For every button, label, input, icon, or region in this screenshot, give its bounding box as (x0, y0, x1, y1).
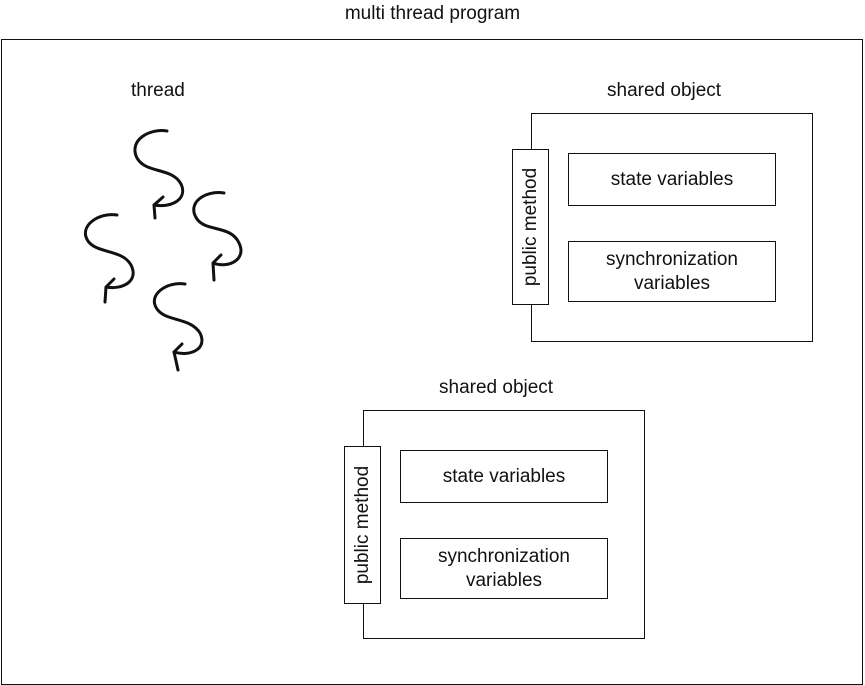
sync-label-line1: synchronization (605, 248, 739, 270)
shared-object-title: shared object (607, 80, 722, 101)
shared-object-title: shared object (439, 377, 554, 398)
public-method-box: public method (512, 149, 549, 305)
sync-label-line2: variables (633, 272, 711, 294)
public-method-label: public method (519, 167, 541, 287)
squiggle-arrow-icon (84, 213, 135, 304)
squiggle-arrow-icon (192, 191, 243, 282)
sync-label-line1: synchronization (437, 545, 571, 567)
squiggle-arrow-icon (153, 282, 204, 372)
state-variables-box: state variables (400, 450, 608, 503)
squiggle-arrow-icon (133, 129, 185, 220)
thread-label: thread (131, 80, 185, 101)
synchronization-variables-box: synchronization variables (400, 538, 608, 599)
public-method-label: public method (351, 465, 373, 585)
state-variables-box: state variables (568, 153, 776, 206)
diagram-title: multi thread program (344, 3, 521, 24)
synchronization-variables-box: synchronization variables (568, 241, 776, 302)
shared-object-box (363, 410, 645, 639)
state-variables-label: state variables (442, 465, 566, 487)
sync-label-line2: variables (465, 569, 543, 591)
public-method-box: public method (344, 446, 381, 604)
state-variables-label: state variables (610, 168, 734, 190)
shared-object-box (531, 113, 813, 342)
